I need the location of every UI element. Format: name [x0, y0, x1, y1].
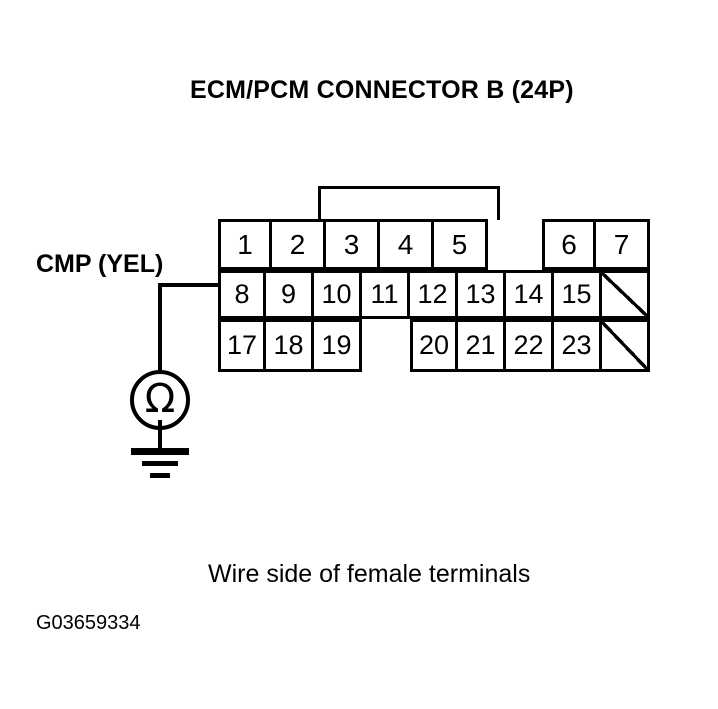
probe-wire-vertical: [158, 283, 162, 371]
connector-pin-23: 23: [551, 319, 602, 372]
connector-pin-20: 20: [410, 319, 458, 372]
connector-pin-9: 9: [263, 270, 314, 319]
connector-pin-6: 6: [542, 219, 596, 270]
connector-pin-13: 13: [455, 270, 506, 319]
connector-pin-8: 8: [218, 270, 266, 319]
connector-pin-7: 7: [593, 219, 650, 270]
reference-code: G03659334: [36, 612, 141, 634]
connector-pin-22: 22: [503, 319, 554, 372]
connector-pin-10: 10: [311, 270, 362, 319]
connector-pin-2: 2: [269, 219, 326, 270]
connector-pin-blank: [599, 270, 650, 319]
connector-pin-18: 18: [263, 319, 314, 372]
ground-icon-bar-2: [142, 461, 178, 466]
connector-pin-1: 1: [218, 219, 272, 270]
omega-icon: Ω: [144, 375, 176, 422]
connector-latch-tab: [318, 186, 500, 220]
connector-pin-5: 5: [431, 219, 488, 270]
connector-pin-11: 11: [359, 270, 410, 319]
connector-pin-21: 21: [455, 319, 506, 372]
connector-pin-15: 15: [551, 270, 602, 319]
probe-wire-horizontal: [158, 283, 220, 287]
connector-pin-17: 17: [218, 319, 266, 372]
diagram-caption: Wire side of female terminals: [208, 560, 531, 588]
connector-pin-3: 3: [323, 219, 380, 270]
ground-icon-bar-1: [131, 448, 189, 455]
meter-to-ground-wire: [158, 420, 162, 448]
connector-pin-12: 12: [407, 270, 458, 319]
cmp-wire-label: CMP (YEL): [36, 250, 164, 278]
ground-icon-bar-3: [150, 473, 170, 478]
connector-pin-4: 4: [377, 219, 434, 270]
connector-pin-19: 19: [311, 319, 362, 372]
page-title: ECM/PCM CONNECTOR B (24P): [190, 76, 574, 104]
connector-pin-blank: [599, 319, 650, 372]
connector-pin-14: 14: [503, 270, 554, 319]
